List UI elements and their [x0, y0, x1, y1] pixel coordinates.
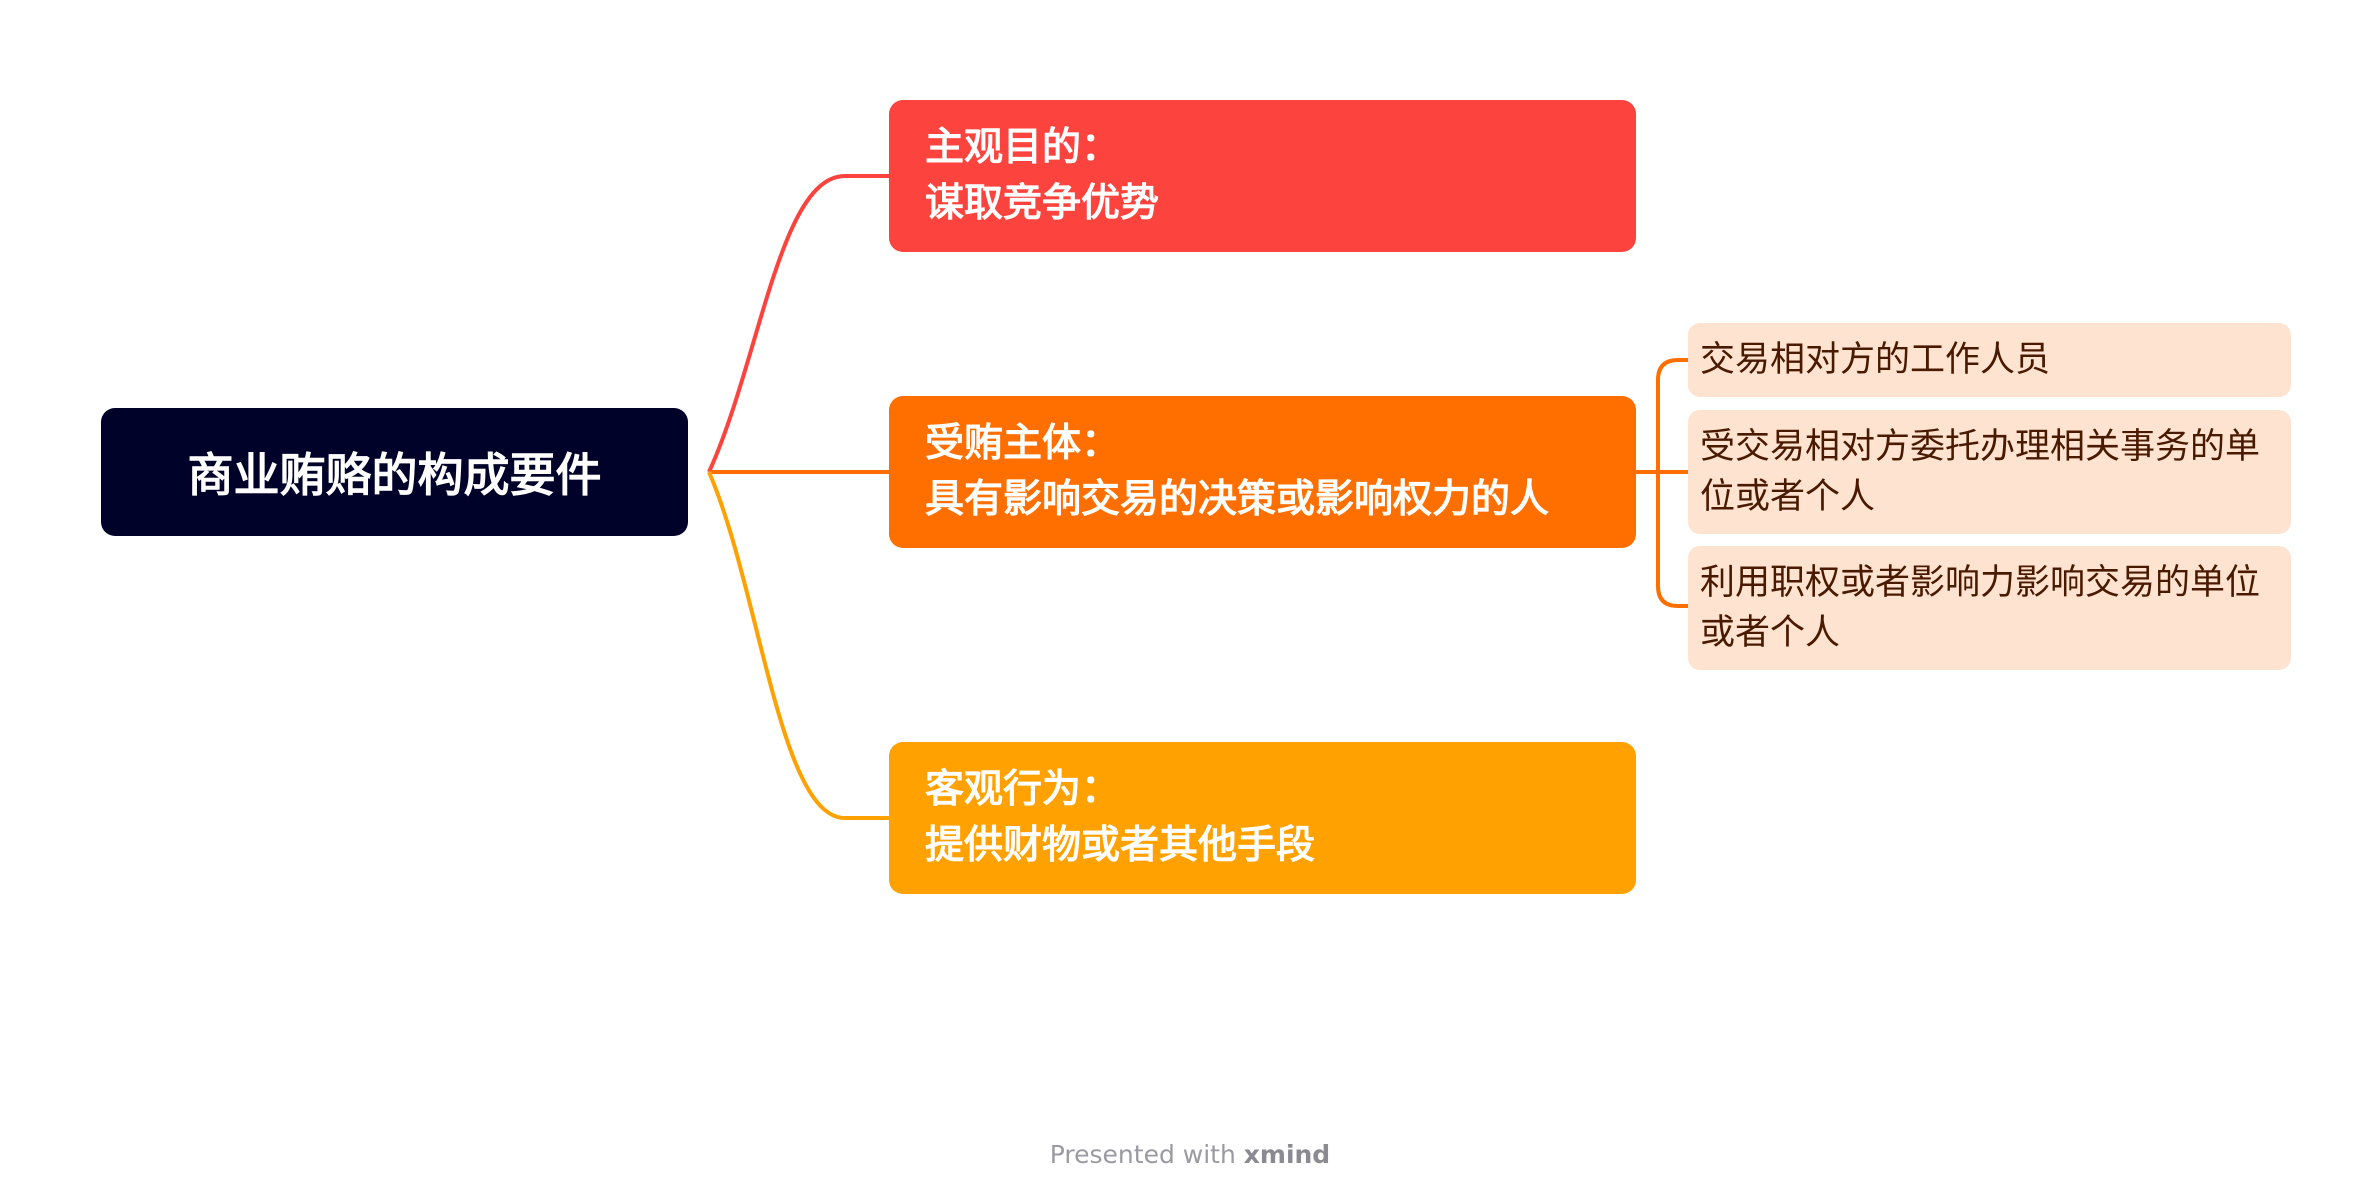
root-topic-label: 商业贿赂的构成要件 [187, 448, 602, 502]
topic-detail: 提供财物或者其他手段 [925, 823, 1316, 868]
connector-root-to-subjective [707, 174, 889, 473]
subtopic-label: 受交易相对方委托办理相关事务的单位或者个人 [1700, 427, 2261, 517]
topic-detail: 谋取竞争优势 [925, 181, 1160, 226]
connector-root-to-objective [707, 471, 889, 820]
topic-title: 客观行为： [925, 767, 1121, 812]
subtopic-label: 交易相对方的工作人员 [1700, 340, 2051, 380]
root-topic[interactable]: 商业贿赂的构成要件 [101, 408, 688, 536]
subtopic-influence-party[interactable]: 利用职权或者影响力影响交易的单位或者个人 [1688, 546, 2291, 670]
footer-prefix: Presented with [1049, 1140, 1236, 1169]
subtopic-entrusted-party[interactable]: 受交易相对方委托办理相关事务的单位或者个人 [1688, 410, 2291, 534]
topic-title: 主观目的： [925, 125, 1121, 170]
topic-title: 受贿主体： [925, 421, 1121, 466]
topic-bribe-recipient[interactable]: 受贿主体： 具有影响交易的决策或影响权力的人 [889, 396, 1636, 548]
subtopic-counterparty-staff[interactable]: 交易相对方的工作人员 [1688, 323, 2291, 397]
topic-subjective-purpose[interactable]: 主观目的： 谋取竞争优势 [889, 100, 1636, 252]
footer-attribution: Presented with xmind [0, 1140, 2380, 1169]
connector-child-bracket [1656, 358, 1688, 608]
subtopic-label: 利用职权或者影响力影响交易的单位或者个人 [1700, 563, 2261, 653]
topic-detail: 具有影响交易的决策或影响权力的人 [925, 477, 1550, 522]
xmind-logo[interactable]: xmind [1243, 1140, 1331, 1169]
topic-objective-behavior[interactable]: 客观行为： 提供财物或者其他手段 [889, 742, 1636, 894]
